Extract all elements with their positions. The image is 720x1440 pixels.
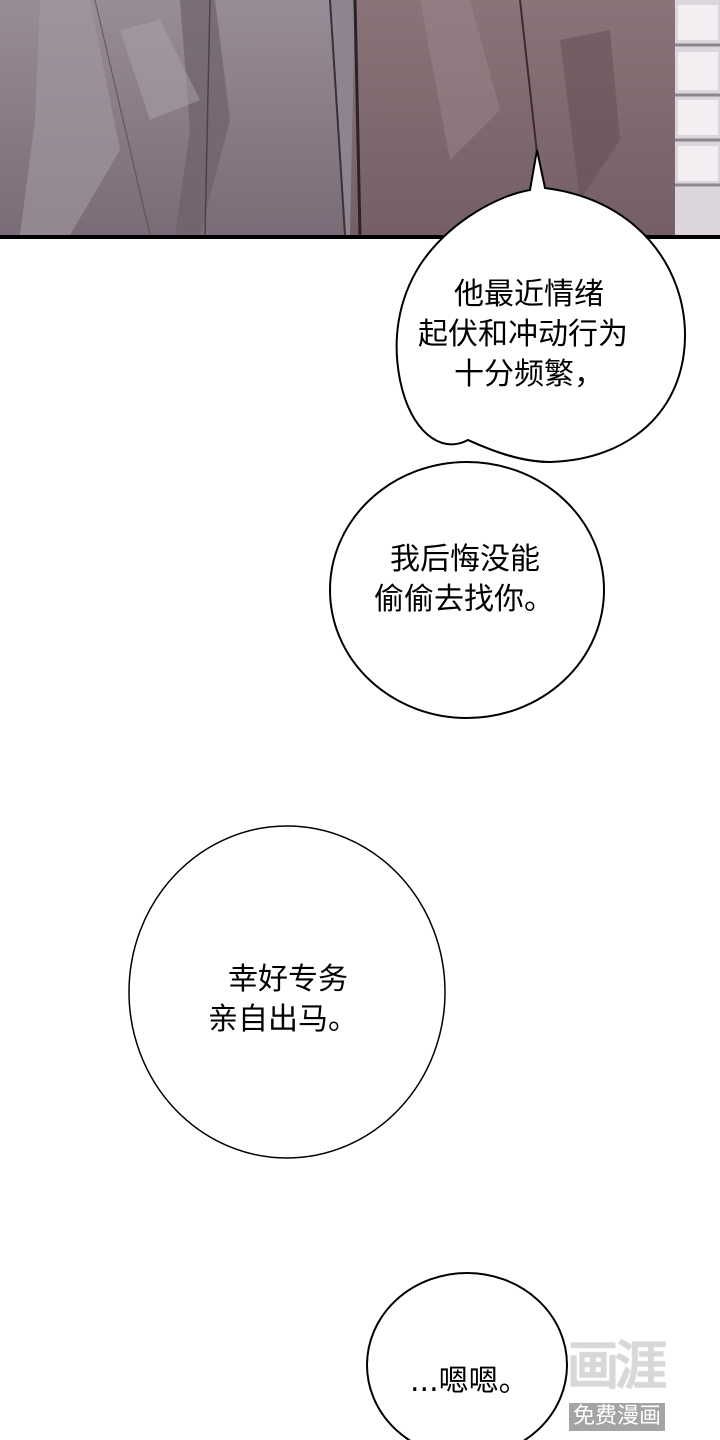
watermark: 画涯 免费漫画 [565,1335,715,1435]
speech-bubble-2 [329,461,605,719]
bubble-1-line-2: 起伏和冲动行为 [418,317,628,352]
bubble-1-line-3: 十分频繁， [454,357,604,392]
watermark-logo: 画涯 [567,1337,667,1397]
bubble-2-line-1: 我后悔没能 [390,542,540,577]
bubble-2-text: 我后悔没能 偷偷去找你。 [374,540,554,620]
watermark-caption: 免费漫画 [569,1403,666,1431]
bubble-4-line-1: ...嗯嗯。 [410,1364,529,1399]
speech-bubble-4 [366,1272,568,1440]
speech-bubble-3 [128,825,446,1159]
bubble-1-text: 他最近情绪 起伏和冲动行为 十分频繁， [418,275,628,395]
bubble-2-line-2: 偷偷去找你。 [374,582,554,617]
bubble-3-text: 幸好专务 亲自出马。 [208,960,358,1040]
comic-panel-top [0,0,720,239]
bubble-3-line-1: 幸好专务 [228,962,348,997]
panel-illustration [0,0,720,235]
bubble-1-line-1: 他最近情绪 [454,277,604,312]
bubble-3-line-2: 亲自出马。 [208,1002,358,1037]
bubble-4-text: ...嗯嗯。 [410,1362,529,1402]
